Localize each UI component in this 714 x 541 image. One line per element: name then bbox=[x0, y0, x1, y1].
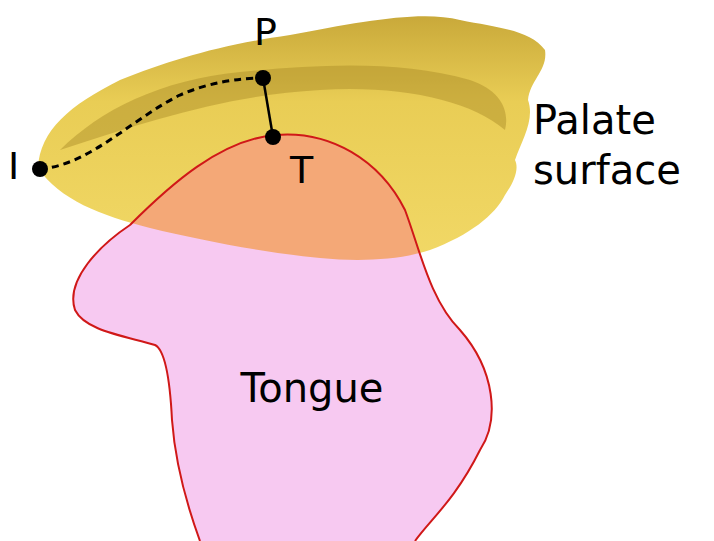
tongue-outline bbox=[73, 134, 491, 541]
point-label: I bbox=[8, 146, 19, 186]
region-label: Palate surface bbox=[533, 95, 708, 195]
tongue-label: Tongue bbox=[241, 363, 384, 413]
point-marker bbox=[265, 129, 281, 145]
tongue-shape bbox=[73, 134, 491, 541]
point-label: T bbox=[290, 150, 313, 190]
distance-line bbox=[263, 78, 273, 137]
label-text: Palate surface bbox=[533, 95, 708, 195]
geodesic-path bbox=[40, 78, 263, 169]
point-marker bbox=[32, 161, 48, 177]
point-label: P bbox=[254, 12, 277, 52]
contact-region bbox=[73, 134, 491, 541]
point-marker bbox=[255, 70, 271, 86]
label-text: Tongue bbox=[241, 363, 384, 413]
